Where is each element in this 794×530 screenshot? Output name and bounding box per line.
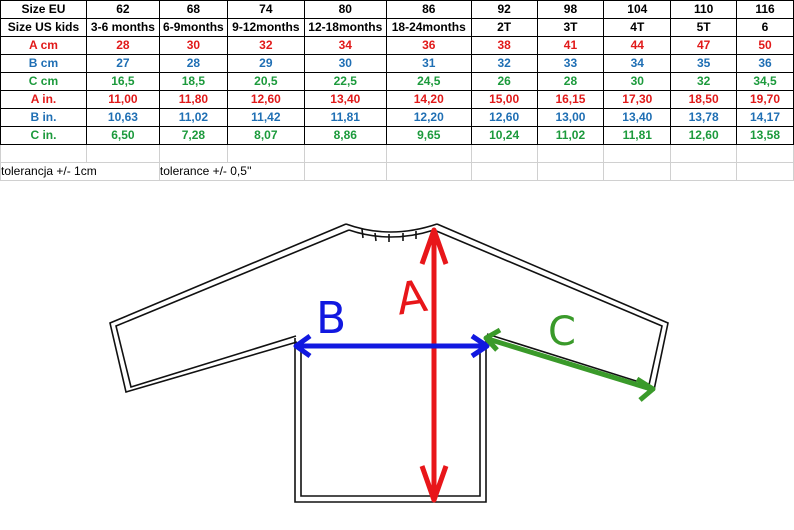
measurement-c-label: C bbox=[548, 309, 576, 355]
table-cell: 11,02 bbox=[536, 126, 605, 145]
table-cell: 30 bbox=[158, 36, 228, 55]
sweater-outline bbox=[109, 223, 669, 503]
measurement-b-arrow bbox=[293, 333, 490, 359]
table-cell: 13,40 bbox=[303, 90, 387, 109]
measurement-a-label: A bbox=[393, 271, 430, 326]
table-cell: 11,81 bbox=[603, 126, 672, 145]
table-cell: 8,86 bbox=[303, 126, 387, 145]
empty-cell bbox=[385, 162, 472, 181]
table-cell: 20,5 bbox=[226, 72, 305, 91]
table-spacer-row bbox=[0, 144, 794, 163]
table-cell: 36 bbox=[736, 54, 794, 73]
table-cell: 13,00 bbox=[536, 108, 605, 127]
table-cell: 14,20 bbox=[385, 90, 472, 109]
empty-cell bbox=[736, 162, 794, 181]
table-cell: 13,78 bbox=[670, 108, 738, 127]
table-cell: 3-6 months bbox=[85, 18, 160, 37]
table-cell: 11,81 bbox=[303, 108, 387, 127]
table-cell: 38 bbox=[470, 36, 538, 55]
table-cell: 44 bbox=[603, 36, 672, 55]
empty-cell bbox=[603, 162, 672, 181]
table-cell: 34 bbox=[303, 36, 387, 55]
measurement-c-arrow bbox=[483, 327, 656, 402]
table-cell: 18-24months bbox=[385, 18, 472, 37]
table-cell: 13,58 bbox=[736, 126, 794, 145]
table-cell: 19,70 bbox=[736, 90, 794, 109]
table-cell: 32 bbox=[470, 54, 538, 73]
table-cell: 2T bbox=[470, 18, 538, 37]
table-cell: 12-18months bbox=[303, 18, 387, 37]
table-cell: 11,02 bbox=[158, 108, 228, 127]
table-cell: 12,60 bbox=[670, 126, 738, 145]
table-cell: 6-9months bbox=[158, 18, 228, 37]
table-cell: 11,42 bbox=[226, 108, 305, 127]
table-cell: 17,30 bbox=[603, 90, 672, 109]
table-cell: 31 bbox=[385, 54, 472, 73]
table-cell: 29 bbox=[226, 54, 305, 73]
table-cell: 11,80 bbox=[158, 90, 228, 109]
measurement-a-arrow bbox=[419, 227, 449, 503]
table-cell: 34,5 bbox=[736, 72, 794, 91]
table-cell: 104 bbox=[603, 0, 672, 19]
table-cell: 12,20 bbox=[385, 108, 472, 127]
table-cell: 4T bbox=[603, 18, 672, 37]
measurement-b-label: B bbox=[316, 293, 346, 344]
empty-cell bbox=[536, 162, 605, 181]
table-cell: 18,50 bbox=[670, 90, 738, 109]
table-cell: 47 bbox=[670, 36, 738, 55]
tolerance-in-note: tolerance +/- 0,5'' bbox=[158, 162, 305, 181]
table-cell: 80 bbox=[303, 0, 387, 19]
